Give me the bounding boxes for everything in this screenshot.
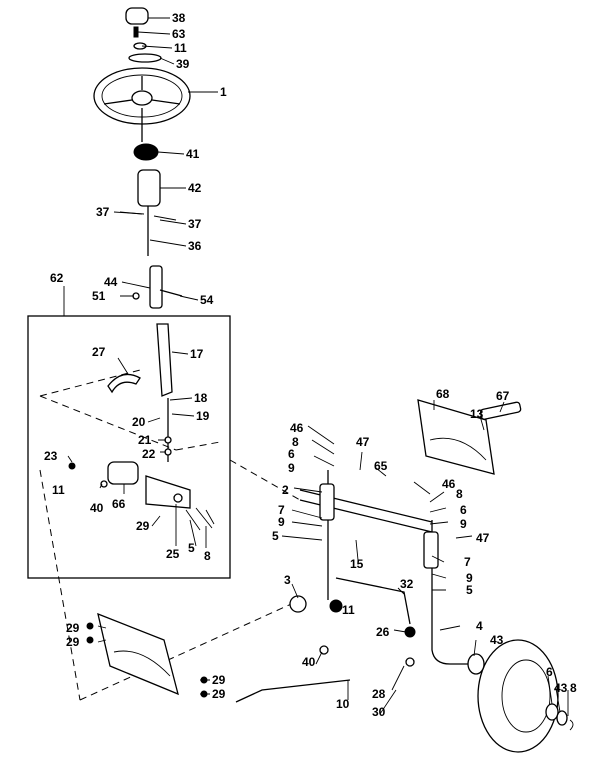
callout-9: 9 xyxy=(466,571,473,585)
steering-column-parts xyxy=(119,108,183,309)
callout-37: 37 xyxy=(188,217,202,231)
callout-5: 5 xyxy=(188,541,195,555)
callout-4: 4 xyxy=(476,619,483,633)
callout-29: 29 xyxy=(212,687,226,701)
callout-18: 18 xyxy=(194,391,208,405)
callout-3: 3 xyxy=(284,573,291,587)
callout-17: 17 xyxy=(190,347,204,361)
callout-66: 66 xyxy=(112,497,126,511)
callout-7: 7 xyxy=(464,555,471,569)
callout-25: 25 xyxy=(166,547,180,561)
callout-47: 47 xyxy=(356,435,370,449)
callout-40: 40 xyxy=(90,501,104,515)
front-wheel-part xyxy=(467,639,574,753)
callout-27: 27 xyxy=(92,345,106,359)
callout-20: 20 xyxy=(132,415,146,429)
callout-9: 9 xyxy=(460,517,467,531)
callout-22: 22 xyxy=(142,447,156,461)
callout-46: 46 xyxy=(442,477,456,491)
callout-62: 62 xyxy=(50,271,64,285)
steering-cap-part xyxy=(125,7,162,63)
callout-23: 23 xyxy=(44,449,58,463)
callout-29: 29 xyxy=(212,673,226,687)
callout-5: 5 xyxy=(272,529,279,543)
callout-65: 65 xyxy=(374,459,388,473)
callout-47: 47 xyxy=(476,531,490,545)
callout-2: 2 xyxy=(282,483,289,497)
callout-44: 44 xyxy=(104,275,118,289)
callout-32: 32 xyxy=(400,577,414,591)
callout-6: 6 xyxy=(288,447,295,461)
callout-41: 41 xyxy=(186,147,200,161)
callout-51: 51 xyxy=(92,289,106,303)
callout-42: 42 xyxy=(188,181,202,195)
callout-8: 8 xyxy=(204,549,211,563)
callout-9: 9 xyxy=(278,515,285,529)
callout-8: 8 xyxy=(456,487,463,501)
callout-7: 7 xyxy=(278,503,285,517)
callout-63: 63 xyxy=(172,27,186,41)
callout-8: 8 xyxy=(570,681,577,695)
callout-43: 43 xyxy=(554,681,568,695)
callout-21: 21 xyxy=(138,433,152,447)
callout-labels: 38 63 11 39 1 41 42 37 37 36 62 44 51 54… xyxy=(44,11,577,719)
callout-54: 54 xyxy=(200,293,214,307)
callout-29: 29 xyxy=(66,635,80,649)
callout-37: 37 xyxy=(96,205,110,219)
callout-40: 40 xyxy=(302,655,316,669)
callout-1: 1 xyxy=(220,85,227,99)
tie-rods xyxy=(235,577,416,703)
callout-8: 8 xyxy=(292,435,299,449)
callout-9: 9 xyxy=(288,461,295,475)
callout-11: 11 xyxy=(342,603,355,617)
callout-5: 5 xyxy=(466,583,473,597)
leader-lines xyxy=(67,17,569,716)
callout-68: 68 xyxy=(436,387,450,401)
callout-39: 39 xyxy=(176,57,190,71)
frame-lines xyxy=(39,459,476,701)
callout-36: 36 xyxy=(188,239,202,253)
callout-6: 6 xyxy=(546,665,553,679)
callout-11: 11 xyxy=(174,41,187,55)
callout-19: 19 xyxy=(196,409,210,423)
bracket-29-part xyxy=(86,612,208,698)
callout-11: 11 xyxy=(52,483,65,497)
callout-13: 13 xyxy=(470,407,484,421)
callout-67: 67 xyxy=(496,389,510,403)
callout-29: 29 xyxy=(136,519,150,533)
callout-29: 29 xyxy=(66,621,80,635)
callout-43: 43 xyxy=(490,633,504,647)
callout-26: 26 xyxy=(376,625,390,639)
callout-15: 15 xyxy=(350,557,364,571)
callout-46: 46 xyxy=(290,421,304,435)
inset-assembly-box xyxy=(27,286,231,579)
callout-10: 10 xyxy=(336,697,350,711)
callout-28: 28 xyxy=(372,687,386,701)
callout-38: 38 xyxy=(172,11,186,25)
callout-6: 6 xyxy=(460,503,467,517)
callout-30: 30 xyxy=(372,705,386,719)
